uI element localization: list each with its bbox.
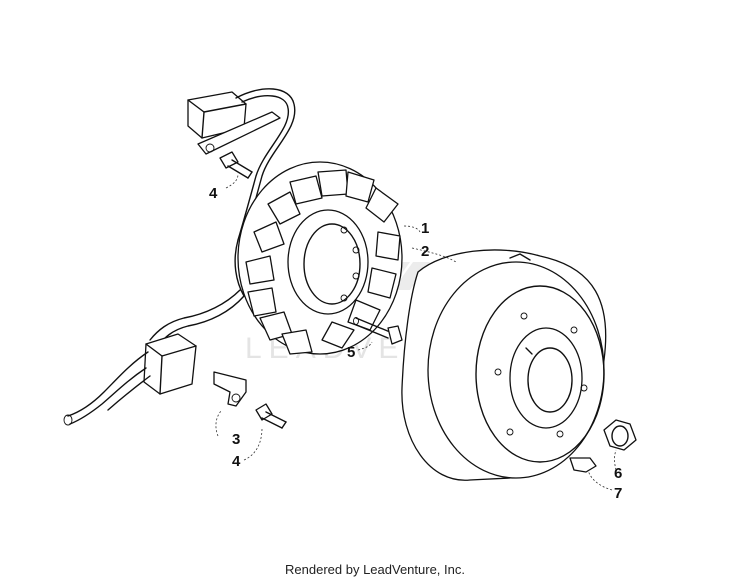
leader-lines bbox=[215, 173, 617, 491]
nut-6 bbox=[603, 419, 637, 451]
stator bbox=[237, 161, 403, 355]
bracket-3 bbox=[213, 371, 247, 407]
callout-2: 2 bbox=[421, 243, 429, 260]
screw-5 bbox=[353, 317, 403, 345]
footer-credit: Rendered by LeadVenture, Inc. bbox=[285, 562, 465, 577]
screw-lower bbox=[255, 403, 287, 429]
callout-4-upper: 4 bbox=[209, 185, 218, 202]
callout-3: 3 bbox=[232, 431, 240, 448]
callout-4-lower: 4 bbox=[232, 453, 241, 470]
callout-7: 7 bbox=[614, 485, 622, 502]
flywheel bbox=[401, 249, 607, 481]
key-7 bbox=[569, 457, 597, 473]
callout-5: 5 bbox=[347, 344, 355, 361]
callout-1: 1 bbox=[421, 220, 429, 237]
screw-upper bbox=[219, 151, 253, 179]
callout-6: 6 bbox=[614, 465, 622, 482]
